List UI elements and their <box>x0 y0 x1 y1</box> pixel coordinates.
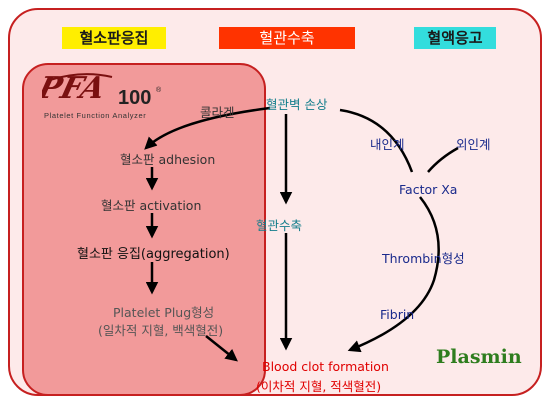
arrow-factor-xa-to-clot <box>347 196 440 353</box>
arrow-extrinsic-to-factor-xa <box>427 146 459 173</box>
pfa-logo-registered: ® <box>156 86 162 94</box>
pfa-100-logo-graphic: PFA 100 ® Platelet Function Analyzer <box>34 70 162 120</box>
platelet-function-panel <box>22 63 266 396</box>
arrow-plug-to-clot <box>205 335 238 362</box>
pfa-100-logo: PFA 100 ® Platelet Function Analyzer <box>34 68 242 120</box>
label-intrinsic-pathway: 내인계 <box>370 137 405 152</box>
label-extrinsic-pathway: 외인계 <box>456 137 491 152</box>
label-factor-xa: Factor Xa <box>399 182 458 197</box>
pfa-logo-subtitle: Platelet Function Analyzer <box>44 111 146 120</box>
label-fibrin: Fibrin <box>380 307 415 322</box>
arrow-injury-to-adhesion <box>144 106 271 150</box>
label-platelet-activation: 혈소판 activation <box>101 198 202 213</box>
tag-coagulation: 혈액응고 <box>414 27 496 49</box>
label-collagen: 콜라겐 <box>200 105 235 120</box>
label-platelet-plug: Platelet Plug형성 <box>113 305 215 320</box>
label-thrombin-formation: Thrombin형성 <box>382 251 465 266</box>
label-platelet-adhesion: 혈소판 adhesion <box>120 152 216 167</box>
label-platelet-aggregation: 혈소판 응집(aggregation) <box>77 247 230 262</box>
label-plasmin: Plasmin <box>436 346 522 368</box>
label-blood-clot-formation: Blood clot formation <box>262 359 389 374</box>
tag-vasoconstriction: 혈관수축 <box>219 27 355 49</box>
pfa-logo-swoosh <box>49 73 113 81</box>
label-vasoconstriction: 혈관수축 <box>256 218 303 233</box>
pfa-logo-number: 100 <box>118 87 151 109</box>
pfa-logo-mark: PFA <box>42 70 109 105</box>
label-plug-note: (일차적 지혈, 백색혈전) <box>98 323 224 338</box>
label-clot-note: (이차적 지혈, 적색혈전) <box>256 379 382 394</box>
label-vessel-wall-injury: 혈관벽 손상 <box>266 97 328 112</box>
tag-platelet-aggregation: 혈소판응집 <box>62 27 166 49</box>
arrow-injury-to-intrinsic <box>339 108 414 173</box>
